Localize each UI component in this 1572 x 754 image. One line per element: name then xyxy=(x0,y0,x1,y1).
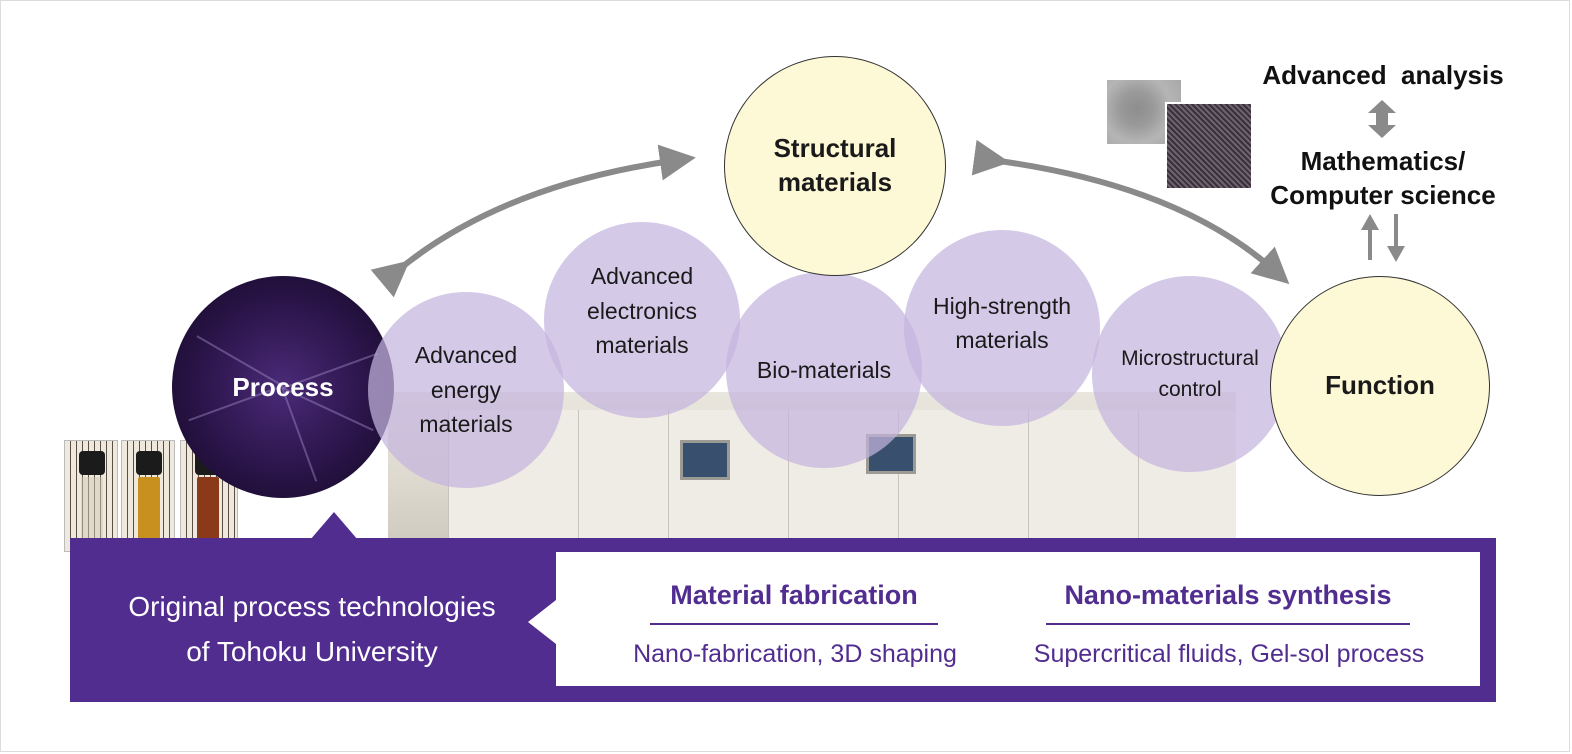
circle-label: Microstructural control xyxy=(1121,346,1259,402)
high-strength-materials-circle: High-strength materials xyxy=(904,230,1100,426)
sample-vial-photo xyxy=(121,440,175,552)
down-arrow-icon xyxy=(1387,214,1405,262)
process-circle: Process xyxy=(172,276,394,498)
up-arrow-icon xyxy=(1361,214,1379,260)
function-circle: Function xyxy=(1270,276,1490,496)
structural-materials-circle: Structural materials xyxy=(724,56,946,276)
circle-label: High-strength materials xyxy=(932,292,1072,354)
bar-notch xyxy=(310,512,358,540)
material-fabrication-heading: Material fabrication xyxy=(670,580,918,610)
inner-box-notch xyxy=(528,600,556,644)
process-label: Process xyxy=(232,371,334,402)
nano-synthesis-detail: Supercritical fluids, Gel-sol process xyxy=(1033,640,1425,668)
circle-label: Advanced electronics materials xyxy=(587,263,697,359)
microstructural-control-circle: Microstructural control xyxy=(1092,276,1288,472)
left-curved-double-arrow xyxy=(370,144,696,298)
analysis-double-arrow-icon xyxy=(1368,100,1396,138)
circle-label: Bio-materials xyxy=(756,356,892,383)
sample-vial-photo xyxy=(64,440,118,552)
function-label: Function xyxy=(1325,370,1435,401)
circle-label: Structural materials xyxy=(773,133,897,197)
circle-label: Advanced energy materials xyxy=(414,342,518,438)
advanced-analysis-label: Advanced analysis xyxy=(1262,60,1504,90)
right-curved-double-arrow xyxy=(971,139,1290,285)
heading-underline xyxy=(1046,623,1410,625)
math-cs-label: Mathematics/ Computer science xyxy=(1270,146,1496,210)
bio-materials-circle: Bio-materials xyxy=(726,272,922,468)
original-process-text: Original process technologies of Tohoku … xyxy=(128,591,496,667)
material-fabrication-detail: Nano-fabrication, 3D shaping xyxy=(633,640,957,668)
advanced-energy-materials-circle: Advanced energy materials xyxy=(368,292,564,488)
advanced-electronics-materials-circle: Advanced electronics materials xyxy=(544,222,740,418)
nano-synthesis-heading: Nano-materials synthesis xyxy=(1064,580,1392,610)
technologies-box xyxy=(556,552,1480,686)
heading-underline xyxy=(650,623,938,625)
